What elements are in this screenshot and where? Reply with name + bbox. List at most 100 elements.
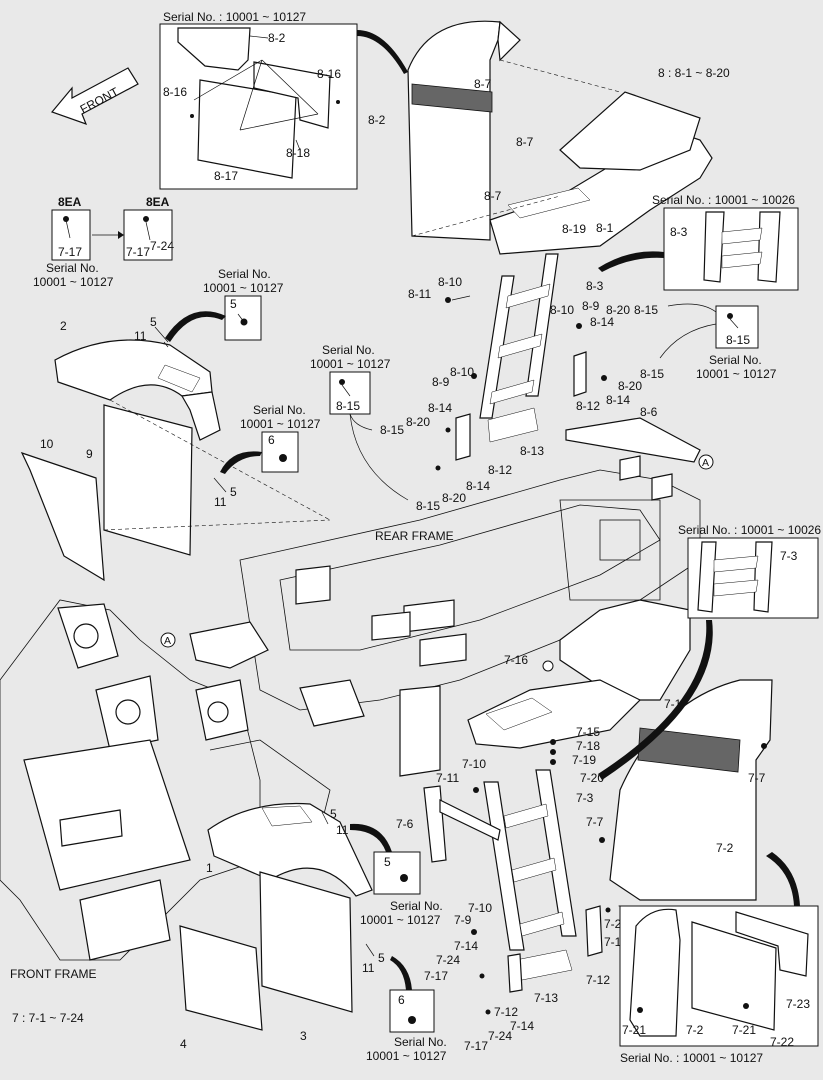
label-8-6: 8-6 xyxy=(640,405,658,419)
group7-note: 7 : 7-1 ~ 7-24 xyxy=(12,1011,84,1025)
label-7-18: 7-18 xyxy=(576,739,600,753)
serial-box-6-low: 6 Serial No. 10001 ~ 10127 xyxy=(366,956,447,1063)
serial-no-5-low: Serial No. xyxy=(390,899,443,913)
label-8-16-inset-left: 8-16 xyxy=(163,85,187,99)
label-8-20-b: 8-20 xyxy=(618,379,642,393)
label-8-3: 8-3 xyxy=(586,279,604,293)
inset-8-3-serial: Serial No. : 10001 ~ 10026 xyxy=(652,193,795,207)
pointer-8-3 xyxy=(598,251,664,272)
label-7-15: 7-15 xyxy=(576,725,600,739)
label-7-2: 7-2 xyxy=(716,841,734,855)
label-11-lowflap: 11 xyxy=(362,961,375,975)
serial-range-5-low: 10001 ~ 10127 xyxy=(360,913,441,927)
label-8-16-inset-right: 8-16 xyxy=(317,67,341,81)
label-7-12-a: 7-12 xyxy=(586,973,610,987)
pointer-7-2 xyxy=(766,852,800,906)
front-frame-outline: FRONT FRAME xyxy=(0,599,331,981)
label-8-15-box-right: 8-15 xyxy=(726,333,750,347)
label-8-14-a: 8-14 xyxy=(590,315,614,329)
label-7-9: 7-9 xyxy=(454,913,472,927)
label-8-20-d: 8-20 xyxy=(442,491,466,505)
serial-range-6-top: 10001 ~ 10127 xyxy=(240,417,321,431)
label-5-fender1: 5 xyxy=(330,807,337,821)
inset-box-7-3: Serial No. : 10001 ~ 10026 7-3 xyxy=(678,523,821,619)
label-5-box-top: 5 xyxy=(230,297,237,311)
label-11-fender1: 11 xyxy=(336,823,349,837)
front-frame-label: FRONT FRAME xyxy=(10,967,96,981)
label-6-box-top: 6 xyxy=(268,433,275,447)
pointer-6-low xyxy=(390,956,412,990)
label-8-15-d: 8-15 xyxy=(416,499,440,513)
group8-note: 8 : 8-1 ~ 8-20 xyxy=(658,66,730,80)
label-8-10-b: 8-10 xyxy=(550,303,574,317)
label-8-3-inset: 8-3 xyxy=(670,225,688,239)
pointer-6-top xyxy=(220,451,262,474)
label-6-box-low: 6 xyxy=(398,993,405,1007)
ladder-8-3-assembly: A 8-11 8-10 8-3 8-10 8-9 8-20 8-15 8-14 … xyxy=(380,253,714,513)
inset-7-3-serial: Serial No. : 10001 ~ 10026 xyxy=(678,523,821,537)
pointer-5-top xyxy=(165,311,226,342)
label-8-17-inset: 8-17 xyxy=(214,169,238,183)
inset-top-left-serial: Serial No. : 10001 ~ 10127 xyxy=(163,10,306,24)
label-7-23: 7-23 xyxy=(786,997,810,1011)
label-5-flap: 5 xyxy=(230,485,237,499)
label-8-20-c: 8-20 xyxy=(406,415,430,429)
label-8-15-b: 8-15 xyxy=(640,367,664,381)
label-7-14-c: 7-14 xyxy=(510,1019,534,1033)
ref-a-left: A xyxy=(164,635,171,647)
label-1: 1 xyxy=(206,861,213,875)
qty-serial-range: 10001 ~ 10127 xyxy=(33,275,114,289)
qty-8ea-left: 8EA xyxy=(58,195,82,209)
hood-7-assembly: 7-16 7-1 7-15 7-18 7-19 7-20 7-7 7-7 7-2 xyxy=(467,599,773,901)
serial-box-6-top: Serial No. 10001 ~ 10127 6 xyxy=(240,403,321,473)
label-7-6: 7-6 xyxy=(396,817,414,831)
inset-box-top-left: Serial No. : 10001 ~ 10127 8-2 8-16 8-16… xyxy=(159,10,358,190)
label-8-2-hood: 8-2 xyxy=(368,113,386,127)
front-arrow: FRONT xyxy=(50,67,139,126)
label-8-18-inset: 8-18 xyxy=(286,146,310,160)
label-8-12-b: 8-12 xyxy=(488,463,512,477)
label-7-19: 7-19 xyxy=(572,753,596,767)
serial-box-8-15-center: Serial No. 10001 ~ 10127 8-15 xyxy=(310,343,409,501)
label-7-7-center: 7-7 xyxy=(586,815,604,829)
label-8-15-box-center: 8-15 xyxy=(336,399,360,413)
label-8-14-b: 8-14 xyxy=(606,393,630,407)
rear-frame-label: REAR FRAME xyxy=(375,529,454,543)
label-7-17-qty-right: 7-17 xyxy=(126,245,150,259)
label-7-20: 7-20 xyxy=(580,771,604,785)
qty-serial-no: Serial No. xyxy=(46,261,99,275)
label-8-11: 8-11 xyxy=(408,287,431,301)
label-7-24-c: 7-24 xyxy=(488,1029,512,1043)
label-8-1: 8-1 xyxy=(596,221,614,235)
label-7-3-inset: 7-3 xyxy=(780,549,798,563)
label-8-13: 8-13 xyxy=(520,444,544,458)
label-7-10-b: 7-10 xyxy=(468,901,492,915)
ladder-7-3-assembly: 7-10 7-11 7-3 7-6 7-10 7-9 7-14 7-24 7-1… xyxy=(396,757,642,1053)
serial-range-8-15-right: 10001 ~ 10127 xyxy=(696,367,777,381)
label-8-10-c: 8-10 xyxy=(450,365,474,379)
label-11-fender2: 11 xyxy=(134,329,147,343)
ref-a-right: A xyxy=(702,457,709,469)
serial-range-6-low: 10001 ~ 10127 xyxy=(366,1049,447,1063)
label-5-box-low: 5 xyxy=(384,855,391,869)
label-7-21-a: 7-21 xyxy=(622,1023,646,1037)
label-7-13: 7-13 xyxy=(534,991,558,1005)
label-8-7-c: 8-7 xyxy=(484,189,502,203)
pointer-5-low xyxy=(350,823,392,852)
qty-8ea-right: 8EA xyxy=(146,195,170,209)
inset-box-8-3: Serial No. : 10001 ~ 10026 8-3 xyxy=(652,193,799,291)
label-7-17-qty-left: 7-17 xyxy=(58,245,82,259)
serial-box-8-15-right: 8-15 Serial No. 10001 ~ 10127 xyxy=(659,303,777,381)
serial-no-8-15-center: Serial No. xyxy=(322,343,375,357)
qty-boxes-8ea: 8EA 7-17 8EA 7-17 7-24 Serial No. 10001 … xyxy=(33,195,174,289)
serial-no-6-top: Serial No. xyxy=(253,403,306,417)
label-7-17-a: 7-17 xyxy=(424,969,448,983)
label-8-15-c: 8-15 xyxy=(380,423,404,437)
label-3: 3 xyxy=(300,1029,307,1043)
label-7-22: 7-22 xyxy=(770,1035,794,1049)
label-8-12-a: 8-12 xyxy=(576,399,600,413)
inset-bottom-serial: Serial No. : 10001 ~ 10127 xyxy=(620,1051,763,1065)
label-9: 9 xyxy=(86,447,93,461)
label-7-17-c: 7-17 xyxy=(464,1039,488,1053)
